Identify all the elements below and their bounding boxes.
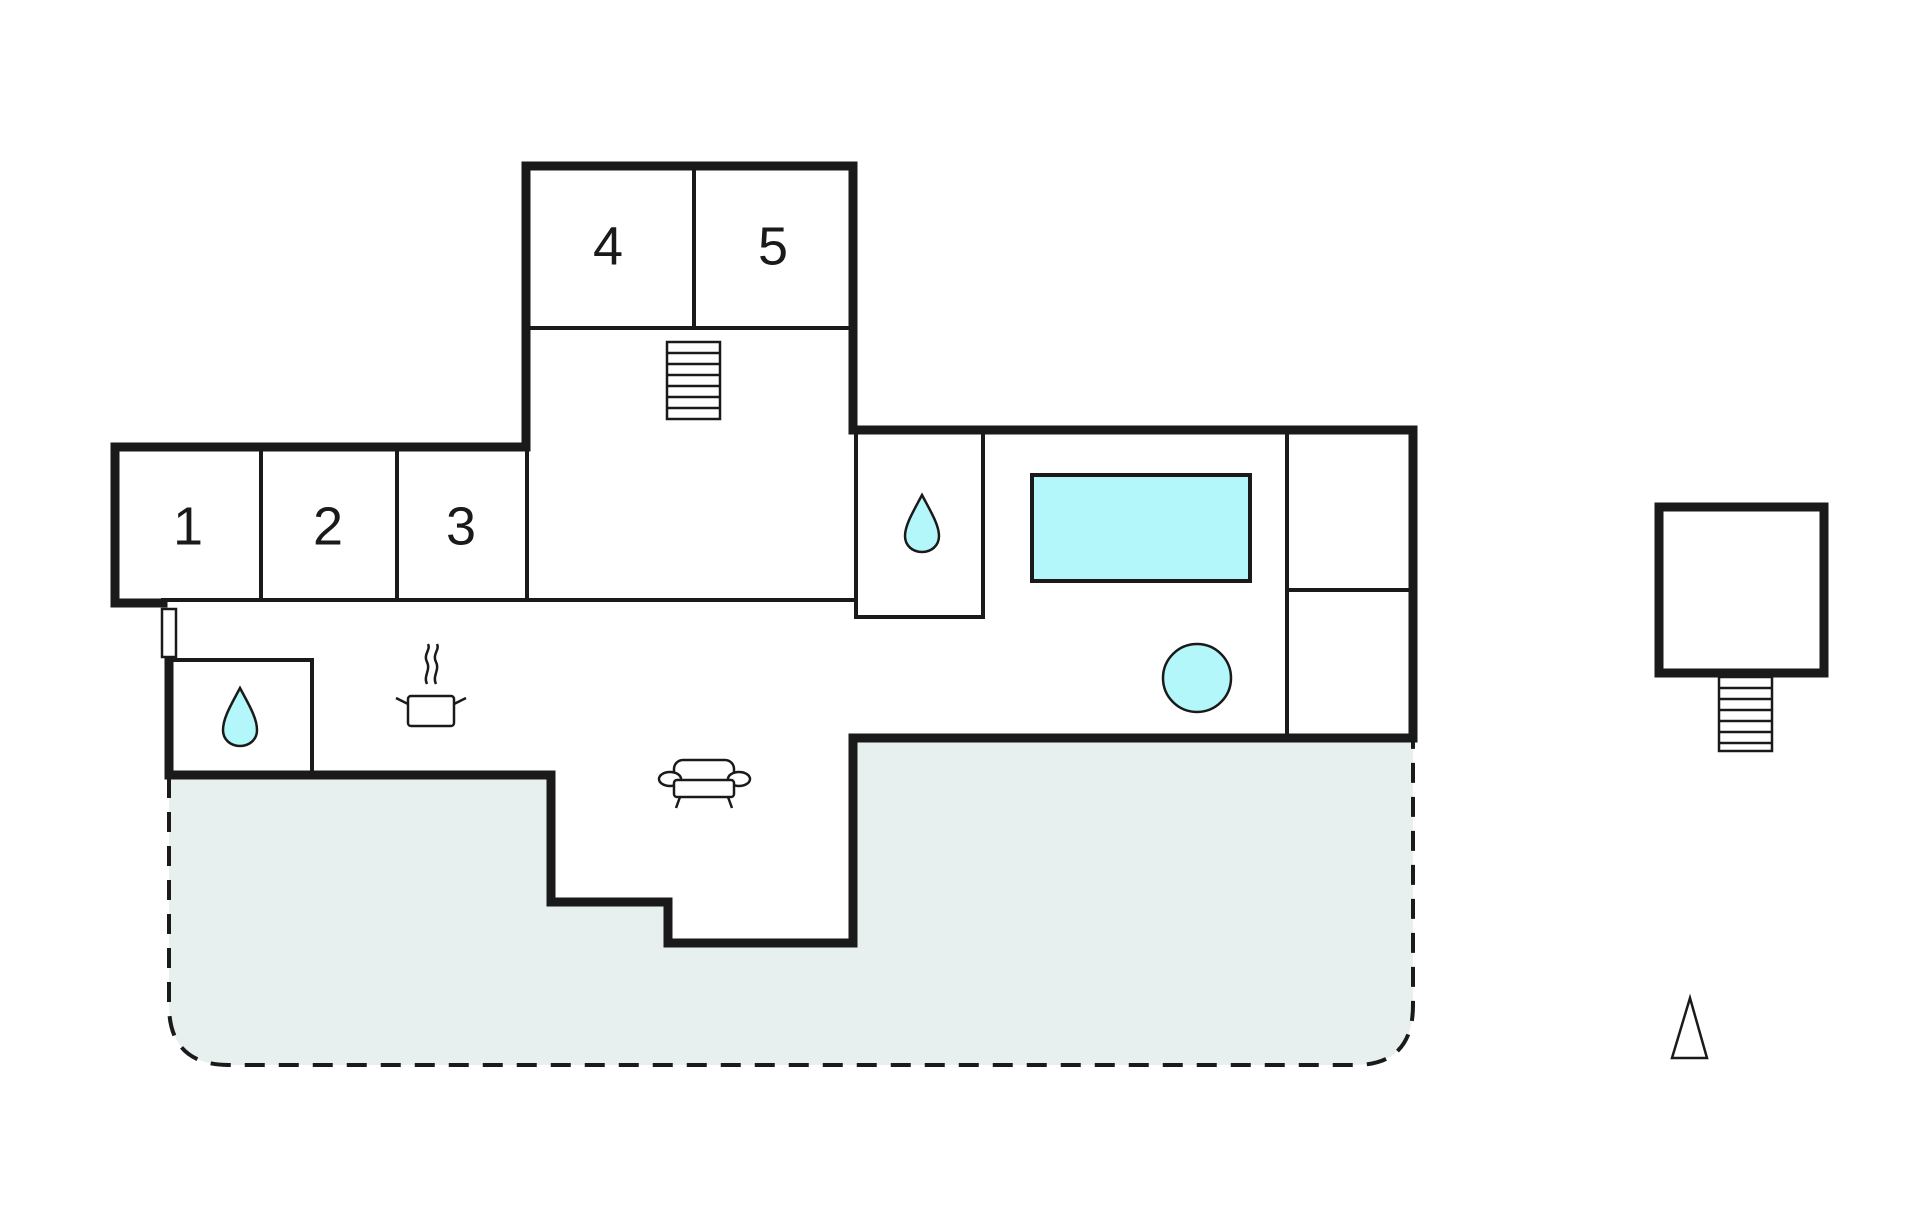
bathroom-wall-left	[167, 658, 314, 777]
bathroom-wall-right	[854, 428, 985, 619]
living-area	[115, 166, 1413, 943]
water-drop-icon	[221, 685, 259, 748]
room-5-label: 5	[758, 216, 788, 276]
outer-wall	[110, 161, 1418, 948]
stairs-icon	[665, 340, 722, 421]
stairs-icon	[1717, 675, 1774, 753]
sofa-icon	[657, 758, 752, 809]
room-2-label: 2	[313, 496, 343, 556]
hot-tub-icon	[1161, 642, 1233, 714]
room-4-label: 4	[593, 216, 623, 276]
door-marker	[160, 607, 178, 659]
annex-building	[1654, 502, 1829, 678]
terrace-area	[169, 738, 1413, 1065]
water-drop-icon	[903, 492, 941, 554]
north-arrow-icon	[1670, 993, 1709, 1060]
terrace-outline	[167, 738, 1415, 1067]
room-3-label: 3	[446, 496, 476, 556]
cooking-pot-icon	[395, 643, 467, 728]
pool-icon	[1030, 473, 1252, 583]
room-1-label: 1	[173, 496, 203, 556]
